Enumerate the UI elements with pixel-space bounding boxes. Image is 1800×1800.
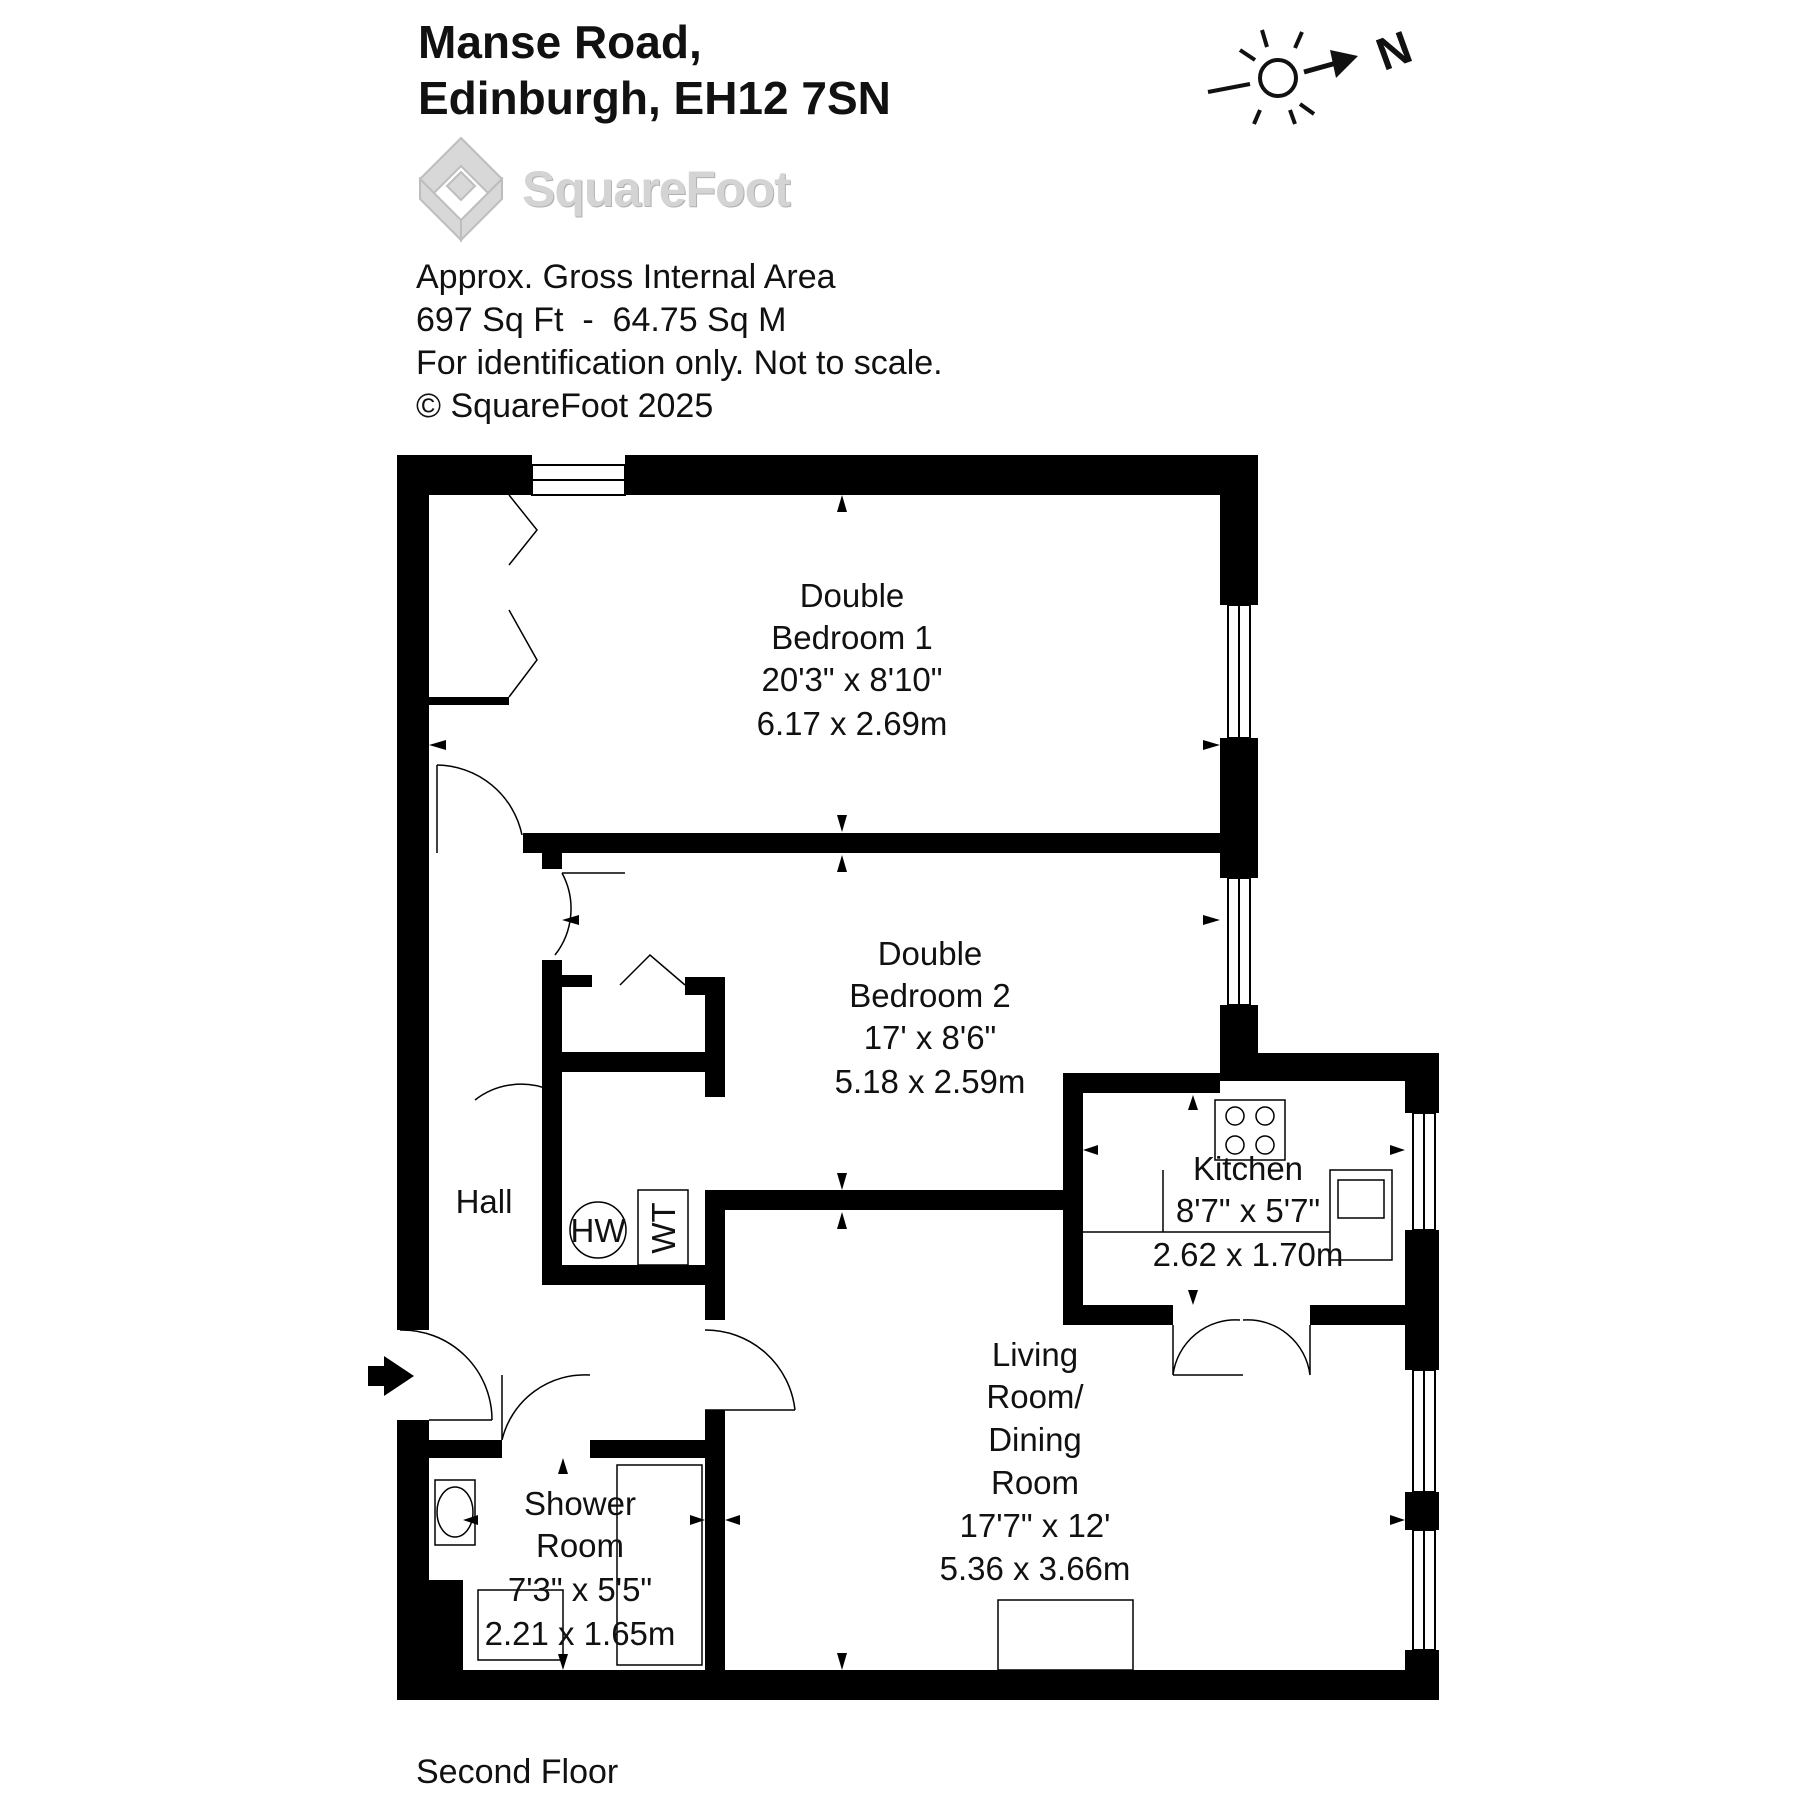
walls (397, 455, 1439, 1700)
living-name2: Room/ (986, 1378, 1084, 1415)
disclaimer: For identification only. Not to scale. (416, 344, 943, 382)
sun-icon (1207, 29, 1316, 125)
floor-label: Second Floor (416, 1753, 619, 1791)
north-arrow-icon (1303, 50, 1358, 78)
hw-label: HW (571, 1212, 627, 1249)
bedroom2-name1: Double (878, 935, 983, 972)
bedroom1-name2: Bedroom 1 (771, 619, 932, 656)
living-metric: 5.36 x 3.66m (940, 1550, 1131, 1587)
kitchen-imperial: 8'7" x 5'7" (1176, 1192, 1320, 1229)
fireplace-icon (997, 1599, 1134, 1671)
area-title: Approx. Gross Internal Area (416, 258, 836, 296)
bedroom2-name2: Bedroom 2 (849, 977, 1010, 1014)
doors (399, 494, 1311, 1441)
shower-name2: Room (536, 1527, 624, 1564)
living-name1: Living (992, 1336, 1078, 1373)
living-name4: Room (991, 1464, 1079, 1501)
shower-name1: Shower (524, 1485, 636, 1522)
hall-name: Hall (456, 1183, 513, 1220)
brand-name: SquareFoot (522, 161, 791, 217)
dimension-markers (429, 495, 1405, 1670)
entrance-arrow-icon (368, 1356, 414, 1396)
basin-icon (436, 1486, 474, 1538)
bedroom1-metric: 6.17 x 2.69m (757, 705, 948, 742)
living-name3: Dining (988, 1421, 1082, 1458)
compass: N (1200, 20, 1440, 140)
bedroom2-imperial: 17' x 8'6" (864, 1019, 997, 1056)
shower-tray-icon (616, 1464, 703, 1666)
room-labels: Double Bedroom 1 20'3" x 8'10" 6.17 x 2.… (456, 577, 1344, 1652)
kitchen-name: Kitchen (1193, 1150, 1303, 1187)
sink-icon (1329, 1169, 1393, 1261)
address-line-2: Edinburgh, EH12 7SN (418, 72, 891, 124)
kitchen-metric: 2.62 x 1.70m (1153, 1236, 1344, 1273)
bedroom1-name1: Double (800, 577, 905, 614)
bedroom2-metric: 5.18 x 2.59m (835, 1063, 1026, 1100)
wt-label: WT (645, 1202, 682, 1253)
windows (531, 464, 1436, 1651)
address-line-1: Manse Road, (418, 16, 702, 68)
shower-metric: 2.21 x 1.65m (485, 1615, 676, 1652)
squarefoot-logo (416, 134, 506, 244)
living-imperial: 17'7" x 12' (960, 1507, 1111, 1544)
bedroom1-imperial: 20'3" x 8'10" (762, 661, 943, 698)
hob-icon (1214, 1099, 1286, 1161)
fixtures (434, 1099, 1393, 1671)
shower-imperial: 7'3" x 5'5" (508, 1571, 652, 1608)
water-tank-icon (637, 1189, 689, 1266)
copyright: © SquareFoot 2025 (416, 387, 714, 425)
logo-mark-icon (418, 136, 504, 243)
hot-water-tank-icon (569, 1201, 627, 1259)
area-value: 697 Sq Ft - 64.75 Sq M (416, 301, 787, 339)
